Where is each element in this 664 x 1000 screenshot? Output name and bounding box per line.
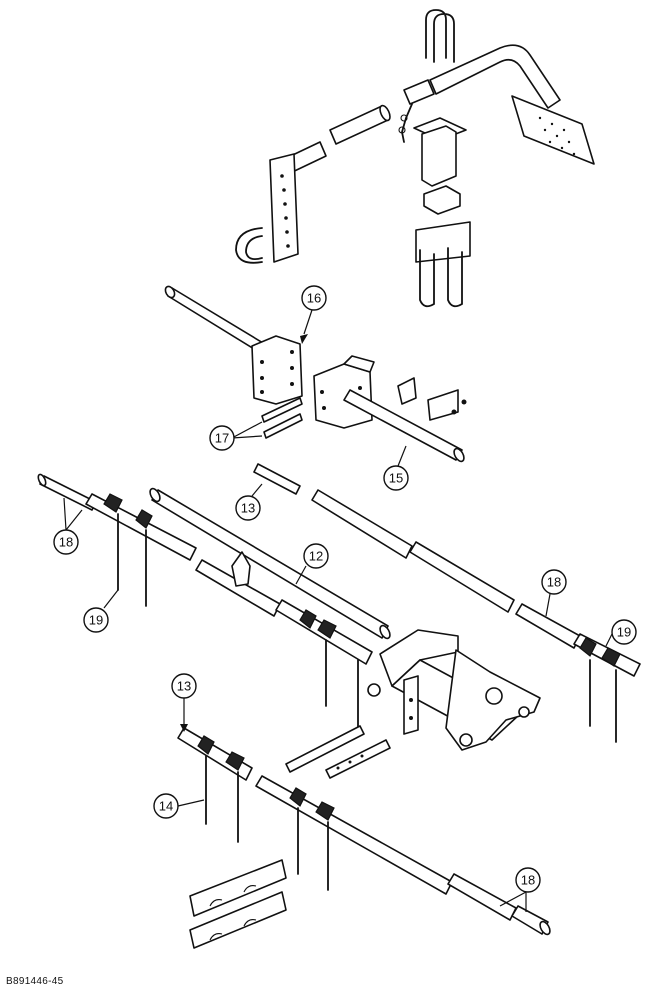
callout-label: 13 xyxy=(177,679,191,694)
link-bar-b xyxy=(325,739,391,779)
tube-right-long xyxy=(311,489,413,559)
callout-13: 13 xyxy=(235,495,261,521)
end-tube-18-bottom xyxy=(447,873,517,921)
collar-right-a xyxy=(579,637,597,657)
hanger-plate xyxy=(269,153,299,263)
callout-label: 18 xyxy=(59,535,73,550)
callout-label: 12 xyxy=(309,549,323,564)
end-cap-18-bottom xyxy=(511,905,549,935)
clamp-body xyxy=(415,221,471,263)
short-tube xyxy=(329,105,389,145)
u-bolt-hanger xyxy=(235,227,263,264)
link-bar-a xyxy=(285,725,365,773)
callout-label: 19 xyxy=(89,613,103,628)
callout-18: 18 xyxy=(515,867,541,893)
u-bolt-clamp-right xyxy=(447,247,463,308)
collar-mid-a xyxy=(299,609,317,629)
collar-13-b xyxy=(225,751,245,771)
tube-13-short xyxy=(253,463,301,495)
tube-right-long-b xyxy=(409,541,515,613)
collar-lower-b xyxy=(315,801,335,821)
collar-left-a xyxy=(103,493,123,513)
chain xyxy=(401,103,413,143)
collar-lower-a xyxy=(289,787,307,807)
callout-label: 15 xyxy=(389,471,403,486)
callout-13: 13 xyxy=(171,673,197,699)
callout-19: 19 xyxy=(611,619,637,645)
collar-tube-13 xyxy=(177,727,253,781)
callout-19: 19 xyxy=(83,607,109,633)
clamp-plate-a xyxy=(189,859,287,917)
a-frame-assembly xyxy=(285,629,541,779)
callout-15: 15 xyxy=(383,465,409,491)
collar-mid-b xyxy=(317,619,337,639)
callout-label: 17 xyxy=(215,431,229,446)
bracket-15 xyxy=(313,363,373,429)
callout-18: 18 xyxy=(53,529,79,555)
callout-16: 16 xyxy=(301,285,327,311)
bracket-15-flange xyxy=(343,355,375,373)
mid-bracket-assembly xyxy=(164,285,467,463)
link-bar-vertical xyxy=(403,675,419,735)
callouts: 16 17 15 13 18 12 xyxy=(53,285,637,912)
callout-label: 18 xyxy=(521,873,535,888)
callout-label: 19 xyxy=(617,625,631,640)
callout-18: 18 xyxy=(541,569,567,595)
callout-14: 14 xyxy=(153,793,179,819)
end-tube-18-right xyxy=(515,603,581,649)
bent-tube xyxy=(429,44,561,109)
bracket-16 xyxy=(251,335,303,405)
main-toolbar xyxy=(37,463,641,743)
collar-left-b xyxy=(135,509,153,529)
u-bolt-clamp-left xyxy=(419,249,435,308)
spacer-block xyxy=(423,185,461,215)
lower-toolbar xyxy=(177,727,551,949)
u-bolt-top xyxy=(425,9,455,63)
callout-label: 18 xyxy=(547,575,561,590)
tube-15 xyxy=(343,389,463,461)
collar-13-a xyxy=(197,735,215,755)
callout-17: 17 xyxy=(209,425,235,451)
bracket-mid xyxy=(231,551,251,587)
small-bracket-a xyxy=(397,377,417,405)
small-bracket-b xyxy=(427,389,459,421)
figure-reference-code: B891446-45 xyxy=(6,976,64,987)
pin-17a xyxy=(261,397,303,423)
collar-right-b xyxy=(601,647,621,667)
callout-12: 12 xyxy=(303,543,329,569)
foot-plate xyxy=(511,95,595,165)
clamp-plate-b xyxy=(189,891,287,949)
callout-label: 14 xyxy=(159,799,173,814)
clamp-collar xyxy=(403,79,435,105)
callout-label: 16 xyxy=(307,291,321,306)
top-bracket-assembly xyxy=(235,9,595,308)
callout-label: 13 xyxy=(241,501,255,516)
box-bracket xyxy=(421,125,457,187)
pin-17b xyxy=(263,413,303,439)
